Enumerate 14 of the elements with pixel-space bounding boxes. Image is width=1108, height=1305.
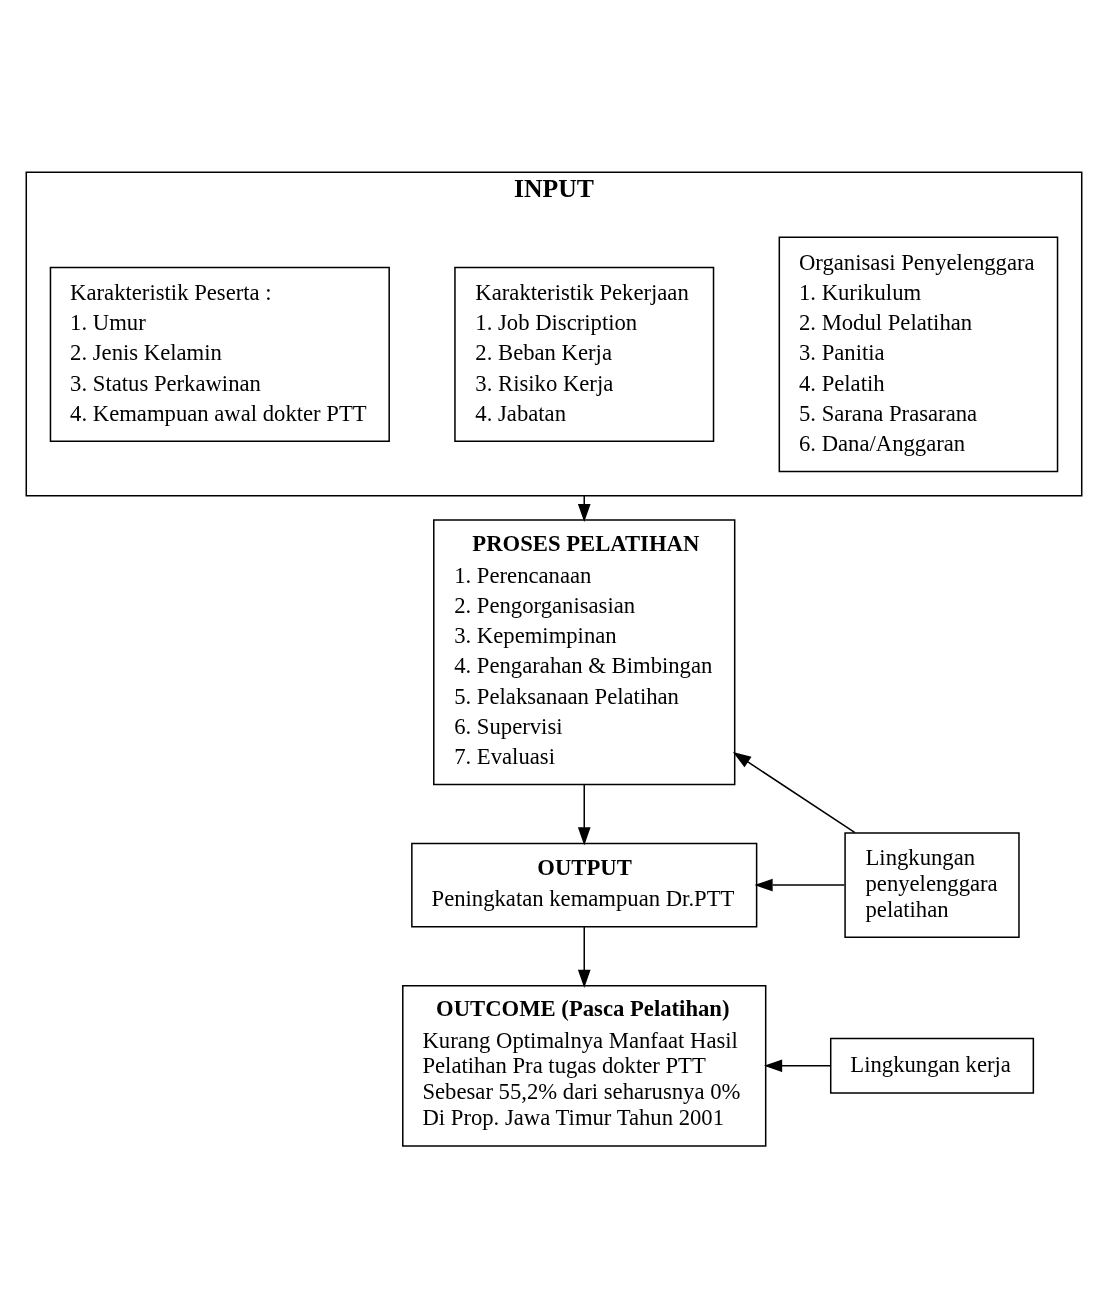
node-box: Lingkungan penyelenggara pelatihan	[844, 831, 1020, 938]
arrow	[764, 1058, 832, 1072]
node-box: Karakteristik Peserta : 1. Umur 2. Jenis Kelamin 3. Status Perkawinan 4. Kemampuan awal dokter PTT	[49, 266, 390, 442]
arrow	[577, 494, 591, 522]
node-box: Organisasi Penyelenggara 1. Kurikulum 2. Modul Pelatihan 3. Panitia 4. Pelatih 5. Sarana Prasarana 6. Dana/Anggaran	[778, 235, 1059, 472]
node-box: Lingkungan kerja	[829, 1037, 1035, 1094]
arrow	[577, 783, 591, 845]
node-box: Karakteristik Pekerjaan 1. Job Discription 2. Beban Kerja 3. Risiko Kerja 4. Jabatan	[454, 266, 715, 442]
node-box: OUTPUT Peningkatan kemampuan Dr.PTT	[411, 842, 758, 927]
node-box: PROSES PELATIHAN 1. Perencanaan 2. Pengorganisasian 3. Kepemimpinan 4. Pengarahan & Bimbingan 5. Pelaksanaan Pelatihan 6. Supervisi 7. Evaluasi	[433, 518, 736, 785]
arrow	[754, 878, 846, 891]
node-box: OUTCOME (Pasca Pelatihan) Kurang Optimalnya Manfaat Hasil Pelatihan Pra tugas dokter PTT Sebesar 55,2% dari seharusnya 0% Di Prop. Jawa Timur Tahun 2001	[402, 984, 767, 1147]
arrow	[732, 751, 856, 833]
arrow	[577, 925, 591, 988]
